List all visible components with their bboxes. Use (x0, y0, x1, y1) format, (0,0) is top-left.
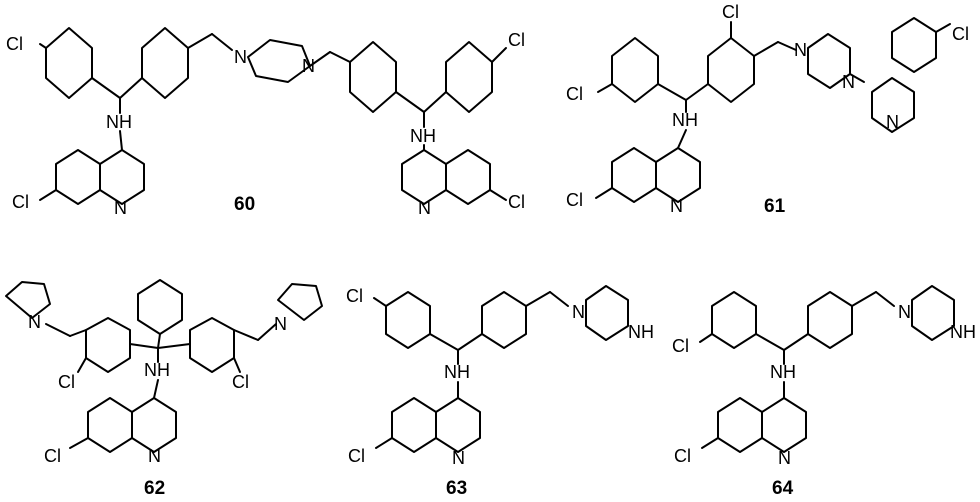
compound-number: 60 (234, 194, 255, 215)
compound-62: N N Cl Cl NH Cl N 62 (5, 279, 323, 499)
ring-quinoline (401, 149, 447, 205)
ring-quinoline (391, 397, 437, 453)
atom-label: Cl (348, 446, 365, 466)
compound-number: 63 (446, 478, 467, 499)
ring-piperazine (247, 39, 311, 83)
ring-chlorophenyl (189, 317, 235, 373)
compound-61: Cl Cl Cl N N N NH Cl N 61 (566, 2, 969, 217)
atom-label: Cl (952, 24, 969, 44)
ring-chlorophenyl (385, 291, 431, 349)
compound-63: Cl N NH NH Cl N 63 (346, 285, 654, 499)
atom-label: N (28, 312, 41, 332)
atom-label: N (114, 198, 127, 218)
ring-benzyl (349, 41, 397, 113)
atom-label: N (302, 56, 315, 76)
atom-label: Cl (6, 34, 23, 54)
atom-label: Cl (12, 192, 29, 212)
compound-number: 61 (764, 196, 786, 217)
atom-label: Cl (232, 372, 249, 392)
atom-label: N (274, 314, 287, 334)
atom-label: N (418, 198, 431, 218)
ring-chlorophenyl (611, 37, 659, 103)
ring-quinoline (611, 147, 657, 203)
ring-quinoline (761, 397, 807, 453)
atom-label: Cl (566, 84, 583, 104)
ring-chlorophenyl (45, 27, 93, 99)
ring-benzyl (481, 291, 527, 349)
atom-label: NH (672, 110, 698, 130)
ring-benzyl (707, 37, 755, 103)
atom-label: Cl (674, 446, 691, 466)
atom-label: N (148, 446, 161, 466)
atom-label: N (452, 448, 465, 468)
atom-label: Cl (346, 286, 363, 306)
atom-label: N (670, 196, 683, 216)
ring-quinoline (445, 149, 491, 205)
ring-chlorophenyl (711, 291, 757, 349)
atom-label: N (234, 47, 247, 67)
atom-label: Cl (722, 2, 739, 22)
atom-label: NH (628, 322, 654, 342)
atom-label: Cl (672, 336, 689, 356)
ring-chlorophenyl (85, 317, 131, 373)
atom-label: NH (770, 362, 796, 382)
compound-60: Cl NH N N Cl NH Cl N N Cl 60 (6, 27, 525, 218)
atom-label: NH (444, 362, 470, 382)
atom-label: Cl (566, 190, 583, 210)
ring-benzyl (141, 27, 189, 99)
ring-quinoline (87, 397, 133, 453)
ring-pyrrolidine (5, 281, 51, 319)
atom-label: NH (410, 126, 436, 146)
atom-label: Cl (44, 446, 61, 466)
ring-piperazine (585, 285, 629, 341)
atom-label: Cl (508, 30, 525, 50)
atom-label: Cl (58, 372, 75, 392)
atom-label: N (778, 448, 791, 468)
ring-quinoline (655, 147, 701, 203)
ring-quinoline (131, 397, 177, 453)
atom-label: N (794, 40, 807, 60)
atom-label: N (572, 302, 585, 322)
ring-quinoline (891, 17, 937, 73)
atom-label: NH (950, 322, 976, 342)
atom-label: NH (144, 360, 170, 380)
ring-chlorophenyl (445, 41, 493, 113)
ring-quinoline (435, 397, 481, 453)
ring-benzyl (807, 291, 853, 349)
ring-pyrrolidine (277, 283, 323, 321)
ring-quinoline (99, 149, 145, 205)
atom-label: N (842, 72, 855, 92)
ring-piperazine (911, 285, 955, 341)
ring-quinoline (717, 397, 763, 453)
compound-number: 62 (144, 478, 165, 499)
compound-64: Cl N NH NH Cl N 64 (672, 285, 976, 499)
compound-number: 64 (772, 478, 794, 499)
ring-quinoline (871, 77, 915, 133)
atom-label: Cl (508, 192, 525, 212)
atom-label: NH (106, 112, 132, 132)
ring-phenyl (137, 279, 183, 335)
atom-label: N (886, 112, 899, 132)
ring-quinoline (55, 149, 101, 205)
atom-label: N (898, 302, 911, 322)
